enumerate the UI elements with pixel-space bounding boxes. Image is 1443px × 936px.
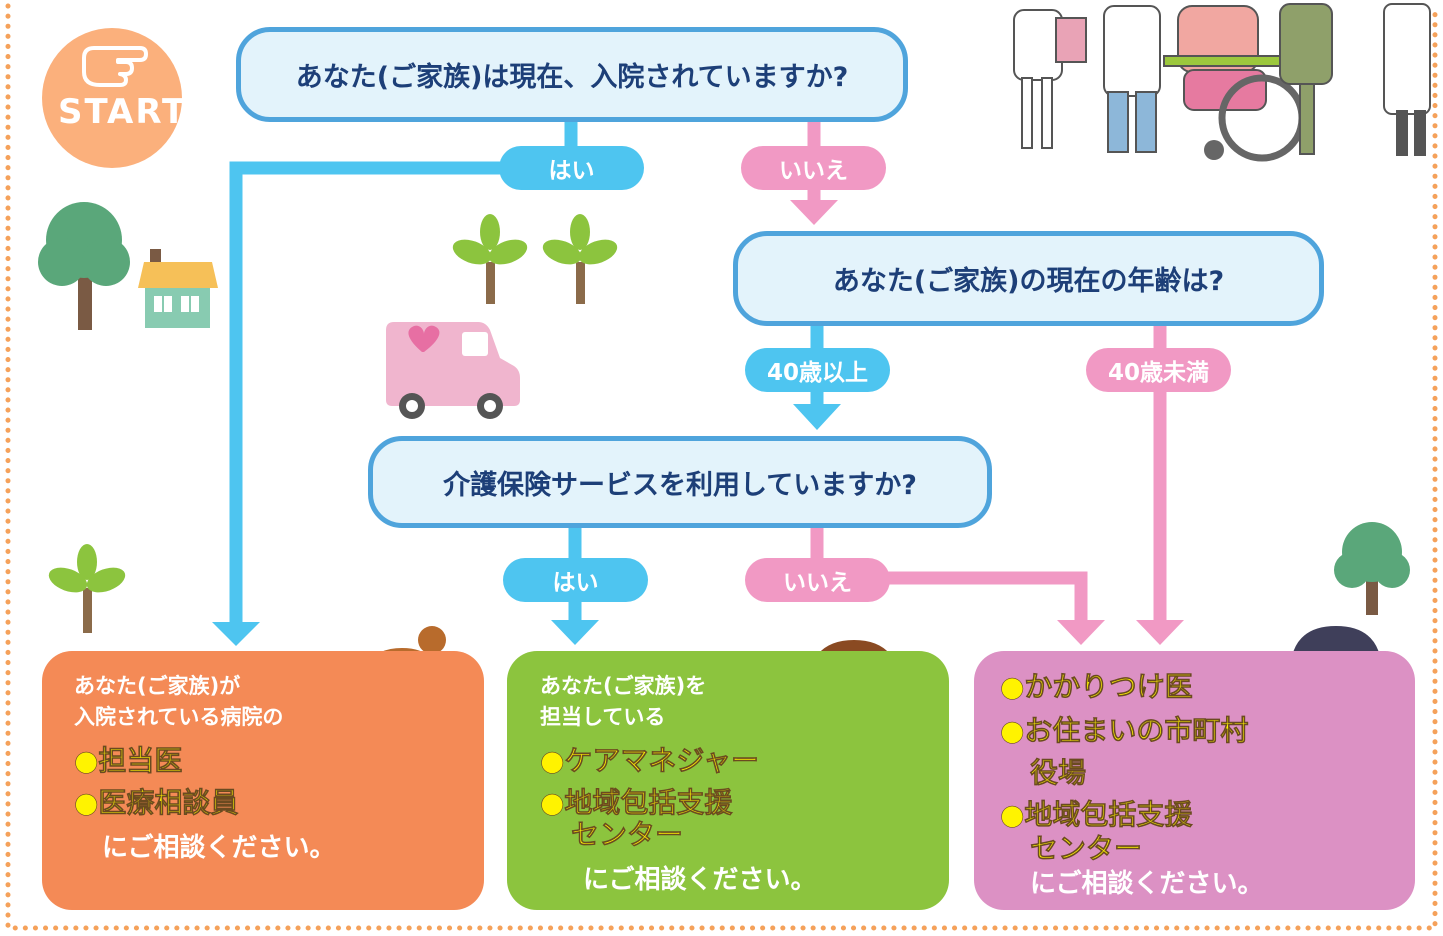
house-icon <box>138 249 218 328</box>
branch-age-40-over: 40歳以上 <box>745 348 890 392</box>
arrow-to-q2 <box>790 200 838 225</box>
contact-item: 役場 <box>1030 756 1087 790</box>
branch-no-hospitalized: いいえ <box>741 146 886 190</box>
start-label: START <box>58 92 188 132</box>
contact-item: ●医療相談員 <box>74 786 239 820</box>
dotted-border <box>5 3 1438 931</box>
arrow-to-hospital <box>212 622 260 646</box>
closing-text: にご相談ください。 <box>1030 869 1264 899</box>
arrow-to-care <box>551 620 599 645</box>
start-badge <box>42 28 182 168</box>
tree-icon <box>1334 522 1410 615</box>
contact-item: センター <box>571 818 684 852</box>
closing-text: にご相談ください。 <box>583 865 817 895</box>
branch-yes-care-insurance: はい <box>503 558 648 602</box>
ambulance-van-icon <box>386 322 520 419</box>
sprout-icon <box>48 544 126 633</box>
contact-item: ●ケアマネジャー <box>540 744 760 778</box>
closing-text: にご相談ください。 <box>102 833 336 863</box>
pointing-hand-icon <box>82 46 148 87</box>
tree-icon <box>38 202 130 330</box>
contact-item: ●かかりつけ医 <box>1000 670 1193 704</box>
contact-item: ●地域包括支援 <box>540 786 733 820</box>
contact-item: ●担当医 <box>74 744 183 778</box>
contact-item: ●お住まいの市町村 <box>1000 714 1249 748</box>
contact-item: ●地域包括支援 <box>1000 798 1193 832</box>
result-intro: あなた(ご家族)を <box>540 674 707 698</box>
branch-yes-hospitalized: はい <box>499 146 644 190</box>
question-hospitalized: あなた(ご家族)は現在、入院されていますか? <box>236 27 908 122</box>
arrow-under40-to-local <box>1136 620 1184 645</box>
result-hospital: あなた(ご家族)が 入院されている病院の ●担当医 ●医療相談員 にご相談くださ… <box>42 651 484 910</box>
question-text: 介護保険サービスを利用していますか? <box>443 469 917 501</box>
result-local-doctor: ●かかりつけ医 ●お住まいの市町村 役場 ●地域包括支援 センター にご相談くだ… <box>974 651 1415 910</box>
result-intro: 入院されている病院の <box>74 705 284 729</box>
sprout-icon <box>542 214 618 304</box>
question-age: あなた(ご家族)の現在の年齢は? <box>733 231 1324 326</box>
branch-age-under-40: 40歳未満 <box>1086 348 1231 392</box>
question-care-insurance: 介護保険サービスを利用していますか? <box>368 436 992 528</box>
result-intro: あなた(ご家族)が <box>74 674 241 698</box>
contact-item: センター <box>1030 832 1143 866</box>
result-intro: 担当している <box>540 705 666 729</box>
branch-no-care-insurance: いいえ <box>745 558 890 602</box>
sprout-icon <box>452 214 528 304</box>
arrow-no-to-local <box>1057 620 1105 645</box>
result-care-manager: あなた(ご家族)を 担当している ●ケアマネジャー ●地域包括支援 センター に… <box>507 651 949 910</box>
question-text: あなた(ご家族)の現在の年齢は? <box>832 266 1225 297</box>
arrow-to-q3 <box>793 404 841 430</box>
question-text: あなた(ご家族)は現在、入院されていますか? <box>295 62 849 93</box>
caregivers-wheelchair-illustration <box>1013 3 1431 162</box>
